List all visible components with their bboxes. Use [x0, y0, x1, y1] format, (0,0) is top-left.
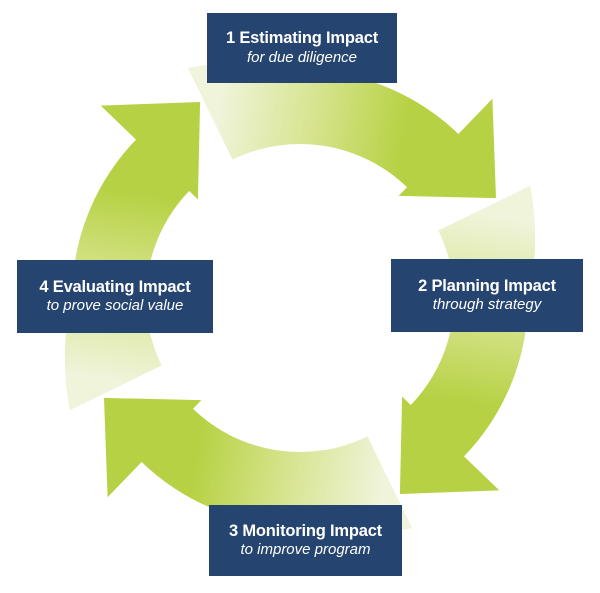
step-label: 3 Monitoring Impact [229, 521, 382, 540]
cycle-arrow-4 [104, 397, 413, 534]
step-sublabel: for due diligence [246, 48, 358, 66]
step-label: 1 Estimating Impact [225, 29, 379, 48]
step-box-estimating-impact: 1 Estimating Impact for due diligence [207, 13, 397, 83]
step-label: 2 Planning Impact [418, 276, 556, 295]
step-box-planning-impact: 2 Planning Impact through strategy [391, 259, 583, 332]
step-sublabel: to improve program [240, 541, 371, 559]
step-box-evaluating-impact: 4 Evaluating Impact to prove social valu… [17, 260, 213, 333]
cycle-arrow-2 [187, 62, 497, 199]
step-label: 4 Evaluating Impact [39, 277, 191, 296]
step-box-monitoring-impact: 3 Monitoring Impact to improve program [209, 505, 402, 576]
step-sublabel: to prove social value [46, 297, 184, 315]
cycle-arrow-1 [64, 102, 201, 411]
step-sublabel: through strategy [432, 296, 542, 314]
cycle-arrow-3 [399, 185, 536, 495]
